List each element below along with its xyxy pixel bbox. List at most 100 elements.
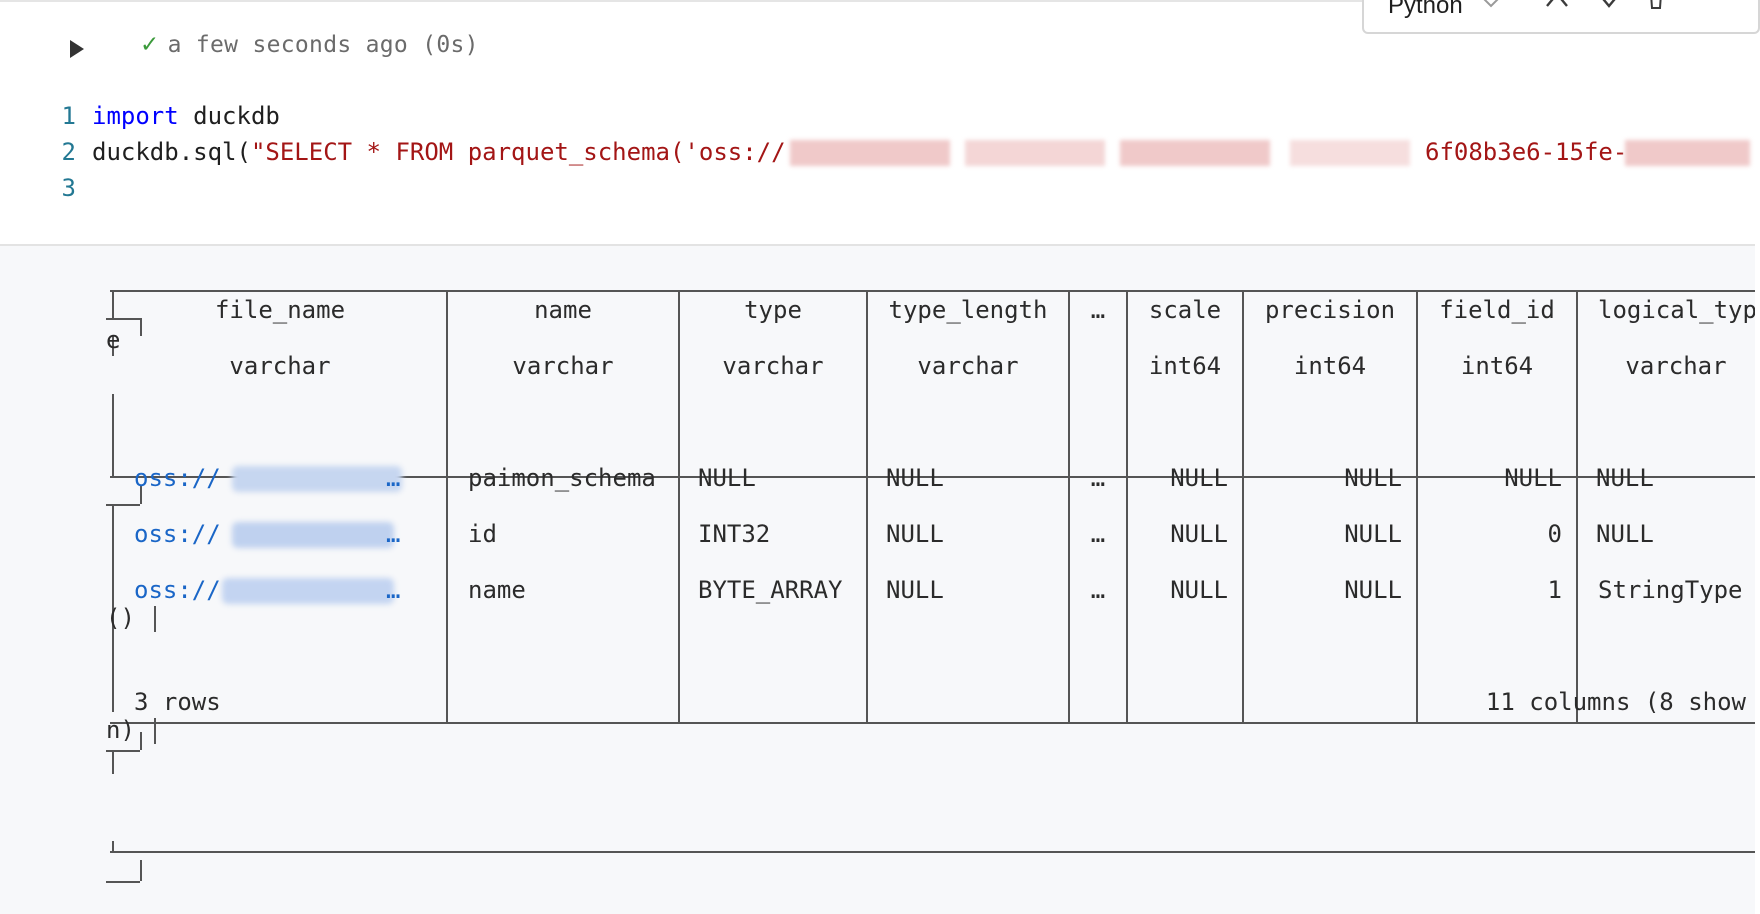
status-text: a few seconds ago (0s): [167, 32, 479, 58]
cell-value: NULL: [886, 520, 944, 548]
column-count: 11 columns (8 show: [1485, 688, 1746, 716]
header-separator: [110, 476, 1755, 478]
language-picker[interactable]: Python: [1388, 0, 1463, 19]
code-text-tail: 6f08b3e6-15fe-: [1425, 138, 1628, 166]
run-cell-button[interactable]: [66, 38, 88, 60]
column-header: type_length: [888, 296, 1048, 324]
cell-value: 1: [1547, 576, 1562, 604]
column-type: varchar: [512, 352, 614, 380]
column-separator: [866, 290, 868, 722]
column-separator: [678, 290, 680, 722]
cell-value: NULL: [698, 464, 756, 492]
column-header: type: [744, 296, 802, 324]
code-cell-editor[interactable]: Python ··· ✓ a few seconds ago (0s) 1: [0, 0, 1760, 246]
redacted-path: [222, 578, 394, 604]
code-text: duckdb.sql("SELECT * FROM parquet_schema…: [92, 138, 786, 166]
ellipsis: …: [386, 464, 401, 492]
row-count: 3 rows: [134, 688, 221, 716]
cell-value: NULL: [1596, 464, 1654, 492]
more-icon[interactable]: ···: [1702, 0, 1729, 12]
code-line: 3: [0, 170, 1700, 206]
cell-value: NULL: [1504, 464, 1562, 492]
cell-value: paimon_schema: [468, 464, 656, 492]
code-line: 1 import duckdb: [0, 98, 1700, 134]
ellipsis: …: [386, 576, 401, 604]
column-type: varchar: [722, 352, 824, 380]
cell-value: NULL: [1344, 576, 1402, 604]
file-name-link[interactable]: oss://: [134, 576, 221, 604]
cell-value: …: [1090, 520, 1106, 548]
code-line: 2 duckdb.sql("SELECT * FROM parquet_sche…: [0, 134, 1755, 170]
column-header: scale: [1148, 296, 1222, 324]
table-left-border: [112, 290, 114, 318]
column-separator: [1126, 290, 1128, 722]
cell-value: …: [1090, 464, 1106, 492]
check-icon: ✓: [140, 32, 160, 58]
cell-value: NULL: [1170, 464, 1228, 492]
column-separator: [1576, 290, 1578, 722]
wrapped-text: (): [106, 604, 135, 632]
redacted-path: [232, 466, 402, 492]
wrap-corner: [106, 750, 140, 752]
trash-icon[interactable]: [1646, 0, 1666, 15]
cell-value: name: [468, 576, 526, 604]
cell-value: 0: [1547, 520, 1562, 548]
code-text: import duckdb: [92, 102, 280, 130]
table-left-border: [112, 394, 114, 476]
column-type: int64: [1293, 352, 1367, 380]
column-type: varchar: [1625, 352, 1727, 380]
wrap-corner: [106, 318, 140, 320]
file-name-link[interactable]: oss://: [134, 520, 221, 548]
column-header: name: [534, 296, 592, 324]
chevron-down-icon[interactable]: [1482, 0, 1500, 14]
table-left-border: [112, 504, 114, 712]
file-name-link[interactable]: oss://: [134, 464, 221, 492]
footer-bottom-border: [110, 851, 1755, 853]
table-top-border: [110, 290, 1755, 292]
cell-value: id: [468, 520, 497, 548]
wrap-corner: [140, 732, 142, 750]
wrap-border: [154, 606, 156, 632]
column-type: int64: [1148, 352, 1222, 380]
cell-value: NULL: [1344, 464, 1402, 492]
cell-value: NULL: [1170, 520, 1228, 548]
line-number: 1: [61, 102, 76, 130]
wrap-corner: [106, 881, 140, 883]
table-left-border: [112, 336, 114, 356]
cell-value: StringType: [1598, 576, 1743, 604]
wrap-corner: [140, 318, 142, 336]
column-separator: [1068, 290, 1070, 722]
redacted-path-tail: [1625, 140, 1755, 166]
table-left-border: [112, 750, 114, 774]
redacted-path: [232, 522, 394, 548]
cell-value: NULL: [886, 576, 944, 604]
column-separator: [446, 290, 448, 722]
arrow-up-icon[interactable]: [1544, 0, 1570, 15]
arrow-down-icon[interactable]: [1596, 0, 1622, 15]
cell-value: NULL: [1596, 520, 1654, 548]
wrap-corner: [140, 860, 142, 881]
execution-status: ✓ a few seconds ago (0s): [140, 32, 479, 58]
column-header: …: [1090, 296, 1106, 324]
ellipsis: …: [386, 520, 401, 548]
line-number: 3: [61, 174, 76, 202]
cell-output: file_name name type type_length … scale …: [0, 246, 1755, 914]
column-header: precision: [1264, 296, 1396, 324]
body-bottom-border: [110, 722, 1755, 724]
query-result-table: file_name name type type_length … scale …: [0, 246, 1755, 914]
cell-value: INT32: [698, 520, 771, 548]
column-separator: [1242, 290, 1244, 722]
wrap-corner: [140, 486, 142, 504]
column-separator: [1416, 290, 1418, 722]
column-header: logical_typ: [1598, 296, 1755, 324]
wrapped-text: e: [106, 326, 121, 354]
cell-toolbar: Python ···: [1362, 0, 1760, 34]
column-header: file_name: [214, 296, 346, 324]
column-header: field_id: [1439, 296, 1555, 324]
wrap-border: [154, 718, 156, 744]
cell-value: NULL: [1344, 520, 1402, 548]
column-type: varchar: [229, 352, 331, 380]
cell-value: BYTE_ARRAY: [698, 576, 843, 604]
wrapped-text: n): [106, 716, 135, 744]
